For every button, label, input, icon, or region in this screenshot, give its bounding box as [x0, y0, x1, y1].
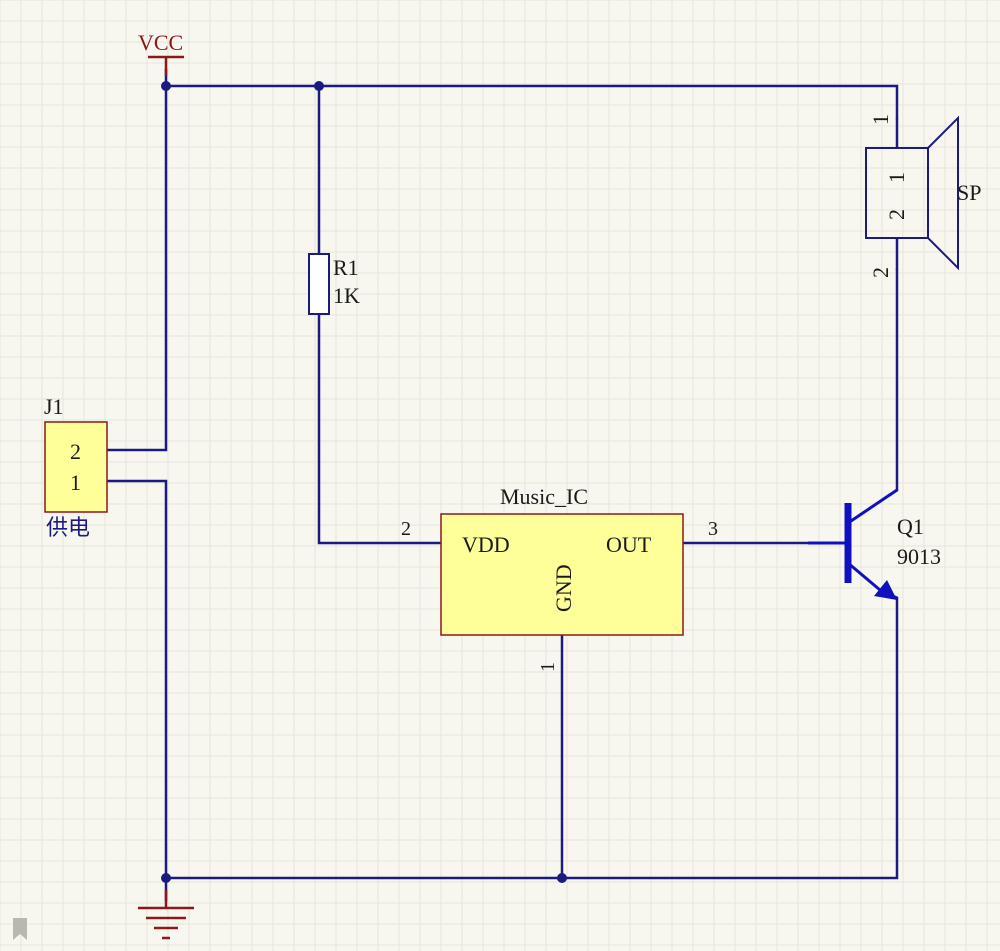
junction-gnd-ic [557, 873, 567, 883]
j1-body [44, 421, 108, 513]
wire-vcc-top-rail [164, 84, 899, 120]
music-ic[interactable]: Music_IC VDD OUT GND 2 3 1 [401, 484, 718, 672]
q1-part: 9013 [897, 544, 941, 569]
connector-j1[interactable]: J1 2 1 供电 [44, 394, 108, 541]
speaker-body [865, 147, 929, 239]
ic-vdd-label: VDD [462, 532, 510, 557]
q1-collector [847, 488, 898, 525]
junction-vcc-left [161, 81, 171, 91]
j1-pin1-label: 1 [70, 470, 81, 495]
wire-r1-to-vdd [317, 312, 443, 545]
q1-emitter-arrow [874, 580, 897, 600]
speaker-body-pin2: 2 [884, 209, 909, 220]
ic-body [440, 513, 684, 636]
wire-vcc-left-rail [105, 68, 168, 452]
speaker-pin-top: 1 [868, 114, 893, 125]
ic-pin-gnd-number: 1 [537, 662, 559, 672]
r1-value: 1K [333, 283, 360, 308]
ic-out-label: OUT [606, 532, 652, 557]
j1-comment: 供电 [46, 516, 90, 541]
ic-pin-out-number: 3 [708, 518, 718, 540]
vcc-label: VCC [138, 30, 183, 55]
ic-name: Music_IC [500, 484, 588, 509]
wire-emitter-to-ground [164, 596, 899, 880]
q1-designator: Q1 [897, 514, 924, 539]
transistor-q1[interactable]: Q1 9013 [808, 488, 941, 600]
q1-emitter [847, 561, 881, 592]
r1-body [308, 253, 330, 315]
j1-pin2-label: 2 [70, 439, 81, 464]
bookmark-icon[interactable] [13, 918, 27, 940]
speaker-sp[interactable]: 1 1 2 2 SP [865, 114, 981, 278]
speaker-designator: SP [957, 180, 981, 205]
speaker-pin-bottom: 2 [868, 267, 893, 278]
r1-designator: R1 [333, 255, 359, 280]
speaker-cone [927, 115, 959, 271]
ground-symbol[interactable] [138, 890, 194, 940]
junction-vcc-r1 [314, 81, 324, 91]
ic-pin-vdd-number: 2 [401, 518, 411, 540]
wire-j1-pin1-to-ground [105, 479, 168, 902]
vcc-power-port[interactable]: VCC [138, 30, 184, 76]
resistor-r1[interactable]: R1 1K [308, 253, 360, 315]
wires [105, 68, 899, 902]
ic-gnd-label: GND [551, 564, 576, 612]
speaker-body-pin1: 1 [884, 172, 909, 183]
j1-designator: J1 [44, 394, 64, 419]
junction-gnd-left [161, 873, 171, 883]
